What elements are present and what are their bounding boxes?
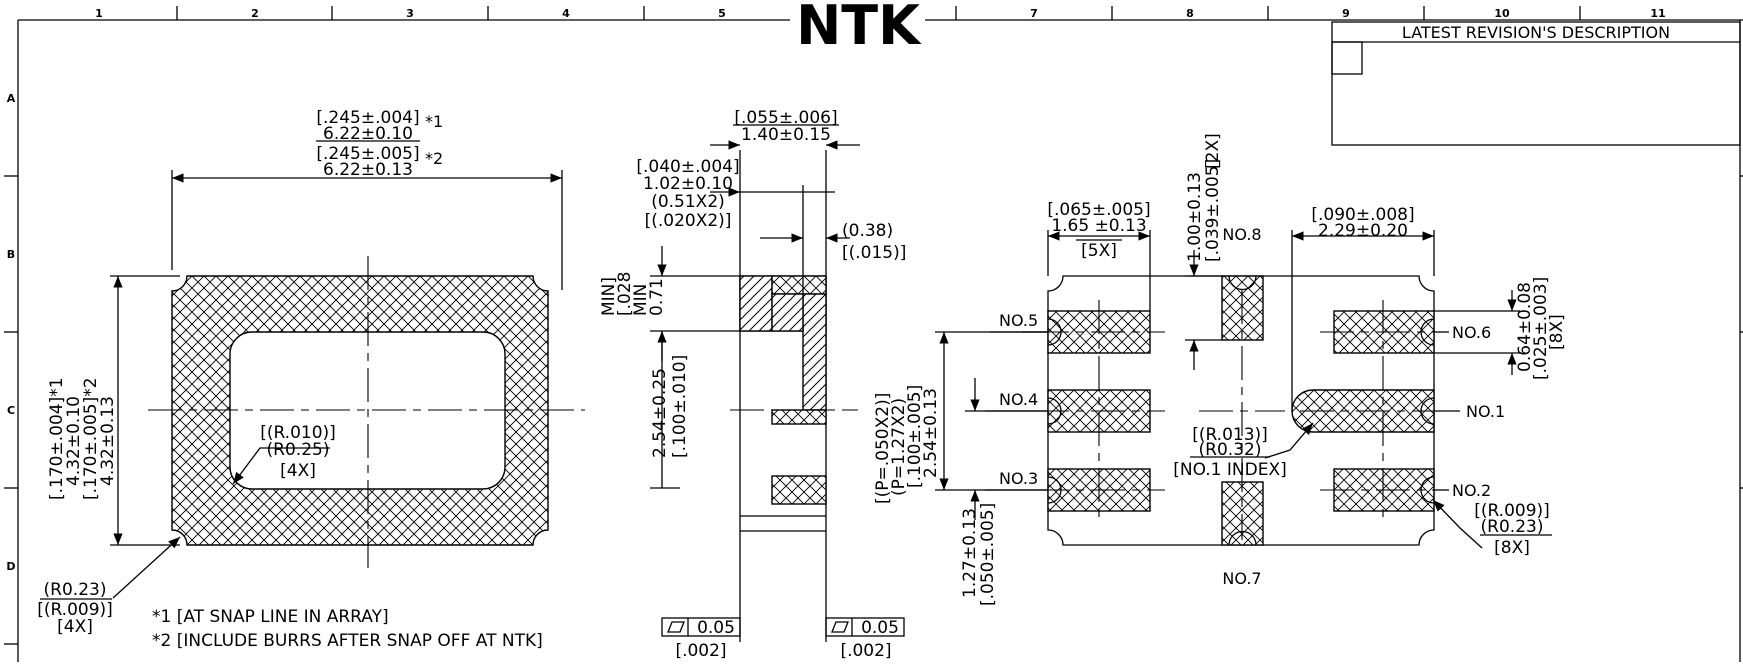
flat-left-inch: [.002] xyxy=(675,641,726,661)
ntk-logo: NTK xyxy=(796,0,922,57)
side-wall-inch: [(.020X2)] xyxy=(645,211,732,231)
bottom-pad-h-mm: 0.64±0.08 xyxy=(1515,282,1535,372)
top-height-mm-a: 4.32±0.10 xyxy=(64,396,84,486)
corner-radius-mm: (R0.23) xyxy=(1481,517,1544,537)
top-view xyxy=(110,170,585,599)
side-step-mm: (0.38) xyxy=(842,221,893,241)
pin-label-no1: NO.1 xyxy=(1466,402,1505,421)
side-step-inch: [(.015)] xyxy=(842,243,906,263)
side-total-inch: [.055±.006] xyxy=(734,108,837,128)
pin-label-no4: NO.4 xyxy=(999,390,1038,409)
top-height-mm-b: 4.32±0.13 xyxy=(98,396,118,486)
corner-radius-inch: [(R.009)] xyxy=(1474,501,1550,521)
pin-label-no3: NO.3 xyxy=(999,469,1038,488)
side-min-2: [.028 xyxy=(615,272,635,316)
side-min-1: MIN] xyxy=(599,277,619,316)
bottom-pad-h-count: [8X] xyxy=(1547,314,1567,350)
pin-label-no7: NO.7 xyxy=(1222,569,1261,588)
outer-radius-mm: (R0.23) xyxy=(44,580,107,600)
bottom-pad-mm: 1.65 ±0.13 xyxy=(1051,216,1146,236)
grid-col-4: 4 xyxy=(562,7,570,20)
side-height-mm: 2.54±0.25 xyxy=(650,368,670,458)
grid-col-1: 1 xyxy=(95,7,103,20)
pin-label-no5: NO.5 xyxy=(999,311,1038,330)
top-width-inch-b: [.245±.005] xyxy=(316,144,419,164)
pin-label-no2: NO.2 xyxy=(1452,481,1491,500)
grid-row-d: D xyxy=(6,560,15,573)
bottom-view xyxy=(935,230,1520,549)
pin-label-no8: NO.8 xyxy=(1222,225,1261,244)
inner-radius-count: [4X] xyxy=(280,461,316,481)
grid-row-b: B xyxy=(7,248,15,261)
top-width-mm-b: 6.22±0.13 xyxy=(323,160,413,180)
grid-col-5: 5 xyxy=(718,7,726,20)
bottom-pad-count: [5X] xyxy=(1081,241,1117,261)
flat-right-value: 0.05 xyxy=(861,618,899,638)
bottom-pitch-mm: (P=1.27X2) xyxy=(889,398,909,496)
side-lid-inch: [.040±.004] xyxy=(636,157,739,177)
revision-header: LATEST REVISION'S DESCRIPTION xyxy=(1402,23,1670,42)
note-1: *1 [AT SNAP LINE IN ARRAY] xyxy=(152,607,389,627)
flat-left-value: 0.05 xyxy=(697,618,735,638)
top-height-b: [.170±.005]*2 xyxy=(81,377,101,500)
bottom-span-mm: 2.54±0.13 xyxy=(921,388,941,478)
index-radius-mm: (R0.32) xyxy=(1199,440,1262,460)
grid-col-2: 2 xyxy=(251,7,259,20)
index-radius-inch: [(R.013)] xyxy=(1192,425,1268,445)
bottom-pin-len-mm: 1.00±0.13 xyxy=(1185,172,1205,262)
top-width-mm-a: 6.22±0.10 xyxy=(323,124,413,144)
grid-col-9: 9 xyxy=(1342,7,1350,20)
side-total-mm: 1.40±0.15 xyxy=(741,125,831,145)
inner-radius-inch: [(R.010)] xyxy=(260,423,336,443)
grid-col-7: 7 xyxy=(1030,7,1038,20)
side-wall-mm: (0.51X2) xyxy=(651,192,725,212)
grid-col-3: 3 xyxy=(406,7,414,20)
bottom-pin-len-inch: [.039±.005] xyxy=(1203,159,1223,262)
grid-row-a: A xyxy=(7,92,16,105)
bottom-pad-h-inch: [.025±.003] xyxy=(1531,277,1551,380)
bottom-pad1-inch: [.090±.008] xyxy=(1311,205,1414,225)
revision-block: LATEST REVISION'S DESCRIPTION xyxy=(1331,21,1741,146)
top-width-inch-a: [.245±.004] xyxy=(316,108,419,128)
index-label: [NO.1 INDEX] xyxy=(1173,460,1287,480)
outer-radius-inch: [(R.009)] xyxy=(37,600,113,620)
grid-col-11: 11 xyxy=(1650,7,1665,20)
side-height-inch: [.100±.010] xyxy=(670,355,690,458)
grid-col-10: 10 xyxy=(1494,7,1510,20)
side-min-3: MIN xyxy=(631,284,651,316)
bottom-offset-mm: 1.27±0.13 xyxy=(960,508,980,598)
bottom-pitch-inch: [(P=.050X2)] xyxy=(873,393,893,504)
inner-radius-mm: (R0.25) xyxy=(267,440,330,460)
outer-radius-count: [4X] xyxy=(57,617,93,637)
bottom-span-inch: [.100±.005] xyxy=(905,385,925,488)
bottom-pad-inch: [.065±.005] xyxy=(1047,200,1150,220)
grid-col-8: 8 xyxy=(1186,7,1194,20)
side-view xyxy=(650,140,905,642)
flat-right-inch: [.002] xyxy=(840,641,891,661)
side-lid-mm: 1.02±0.10 xyxy=(643,174,733,194)
bottom-offset-inch: [.050±.005] xyxy=(978,503,998,606)
pad-no8 xyxy=(1221,275,1264,341)
note-2: *2 [INCLUDE BURRS AFTER SNAP OFF AT NTK] xyxy=(152,631,543,651)
grid-labels: 1 2 3 4 5 7 8 9 10 11 A B C D xyxy=(6,7,1665,573)
bottom-outline xyxy=(1047,275,1435,546)
corner-radius-count: [8X] xyxy=(1494,538,1530,558)
bottom-pin-count: [2X] xyxy=(1203,133,1223,169)
grid-row-c: C xyxy=(7,404,15,417)
bottom-pad1-mm: 2.29±0.20 xyxy=(1318,221,1408,241)
side-min-4: 0.71 xyxy=(647,278,667,316)
pin-label-no6: NO.6 xyxy=(1452,323,1491,342)
top-width-mark-a: *1 xyxy=(425,112,443,131)
top-width-mark-b: *2 xyxy=(425,149,443,168)
frame-body xyxy=(171,275,549,546)
top-height-a: [.170±.004]*1 xyxy=(47,377,67,500)
